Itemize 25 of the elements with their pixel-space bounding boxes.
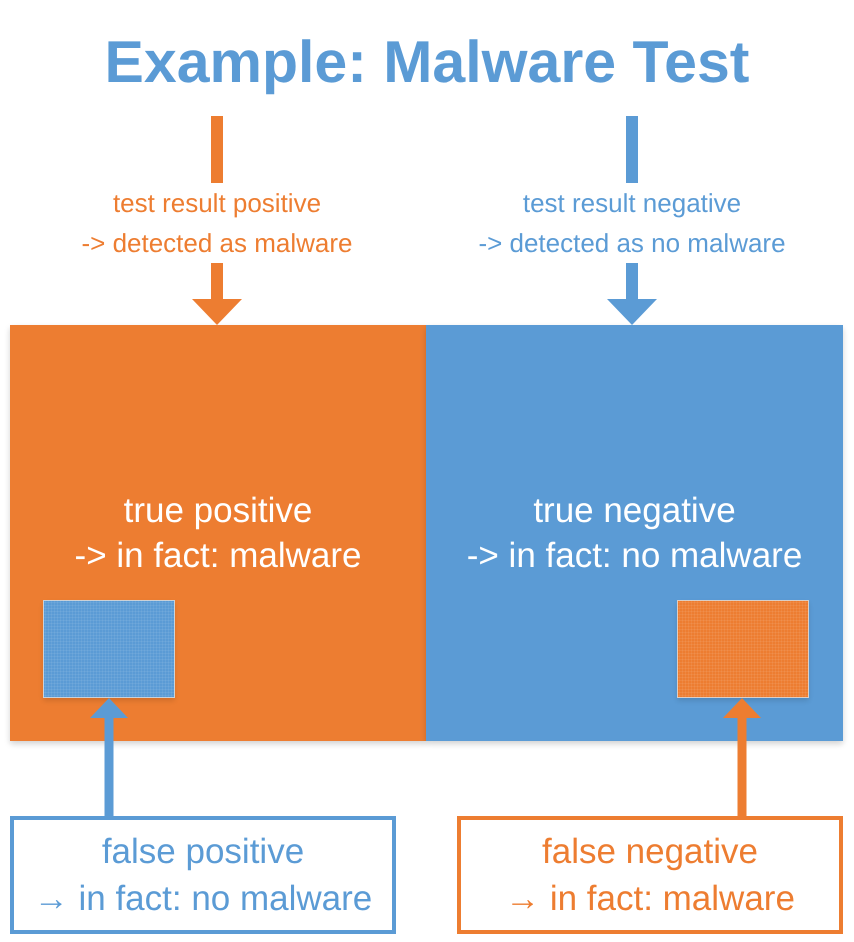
description-text: -> in fact: no malware: [466, 535, 802, 577]
arrow: [90, 698, 128, 816]
outcome-panel: [10, 325, 426, 741]
connector-line: [211, 116, 223, 183]
annotation-text: test result negative: [522, 187, 742, 220]
description-text: -> in fact: malware: [74, 535, 362, 577]
heading-text: true negative: [533, 490, 736, 532]
connector-line: [626, 116, 638, 183]
arrow: [607, 263, 657, 325]
description-text: → in fact: no malware: [34, 878, 372, 920]
title: Example: Malware Test: [104, 28, 750, 97]
outcome-panel: [426, 325, 843, 741]
annotation-text: -> detected as no malware: [478, 227, 786, 260]
heading-text: false positive: [102, 831, 304, 873]
inset-rectangle: [677, 600, 809, 698]
heading-text: true positive: [124, 490, 312, 532]
callout-box: [10, 816, 396, 934]
arrow: [723, 698, 761, 816]
inset-rectangle: [43, 600, 175, 698]
arrow: [192, 263, 242, 325]
callout-box: [457, 816, 843, 934]
annotation-text: test result positive: [112, 187, 322, 220]
heading-text: false negative: [542, 831, 758, 873]
description-text: → in fact: malware: [505, 878, 795, 920]
annotation-text: -> detected as malware: [82, 227, 352, 260]
